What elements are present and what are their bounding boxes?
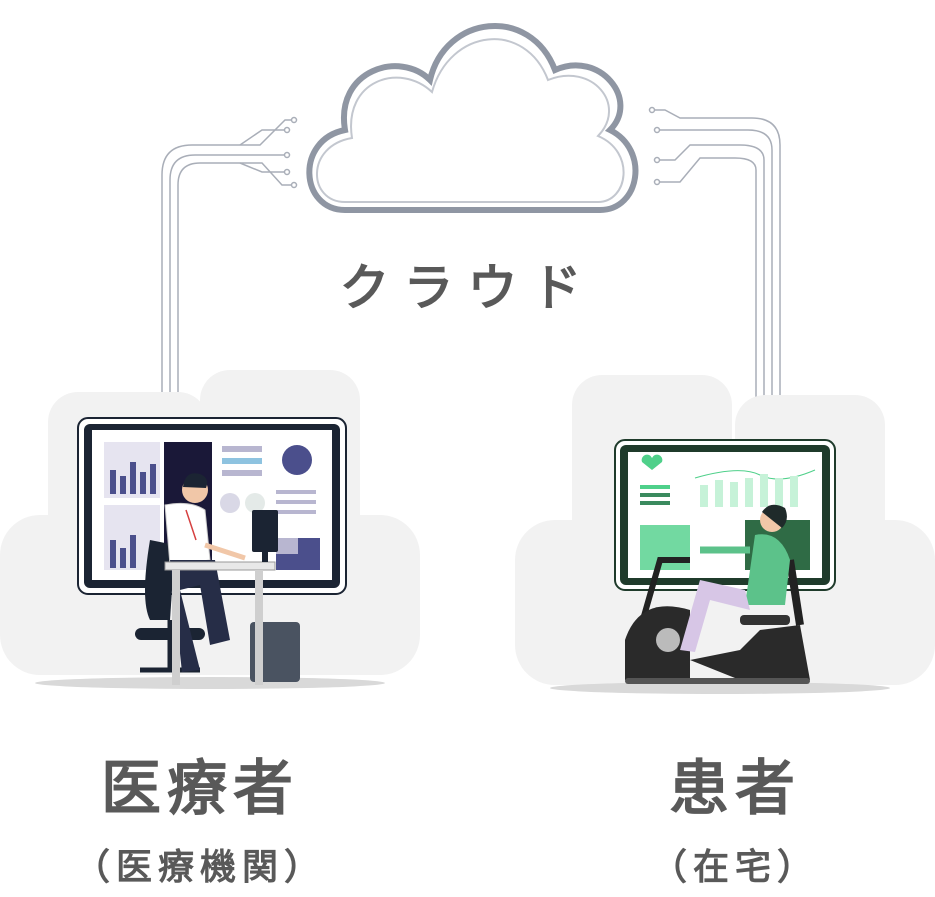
patient-subtitle: （在宅）	[650, 847, 819, 888]
cloud-label: クラウド	[339, 259, 596, 317]
heart-icon	[641, 454, 663, 470]
doctor-figure	[140, 473, 246, 673]
cloud-icon	[306, 22, 639, 213]
provider-scene	[0, 370, 420, 689]
patient-figure	[680, 504, 790, 652]
provider-title: 医療者	[101, 754, 299, 824]
patient-monitor	[614, 439, 836, 591]
desk	[164, 510, 278, 685]
patient-scene	[515, 375, 935, 694]
patient-title: 患者	[669, 754, 801, 824]
provider-subtitle: （医療機関）	[73, 847, 326, 888]
exercise-bike	[625, 557, 810, 684]
